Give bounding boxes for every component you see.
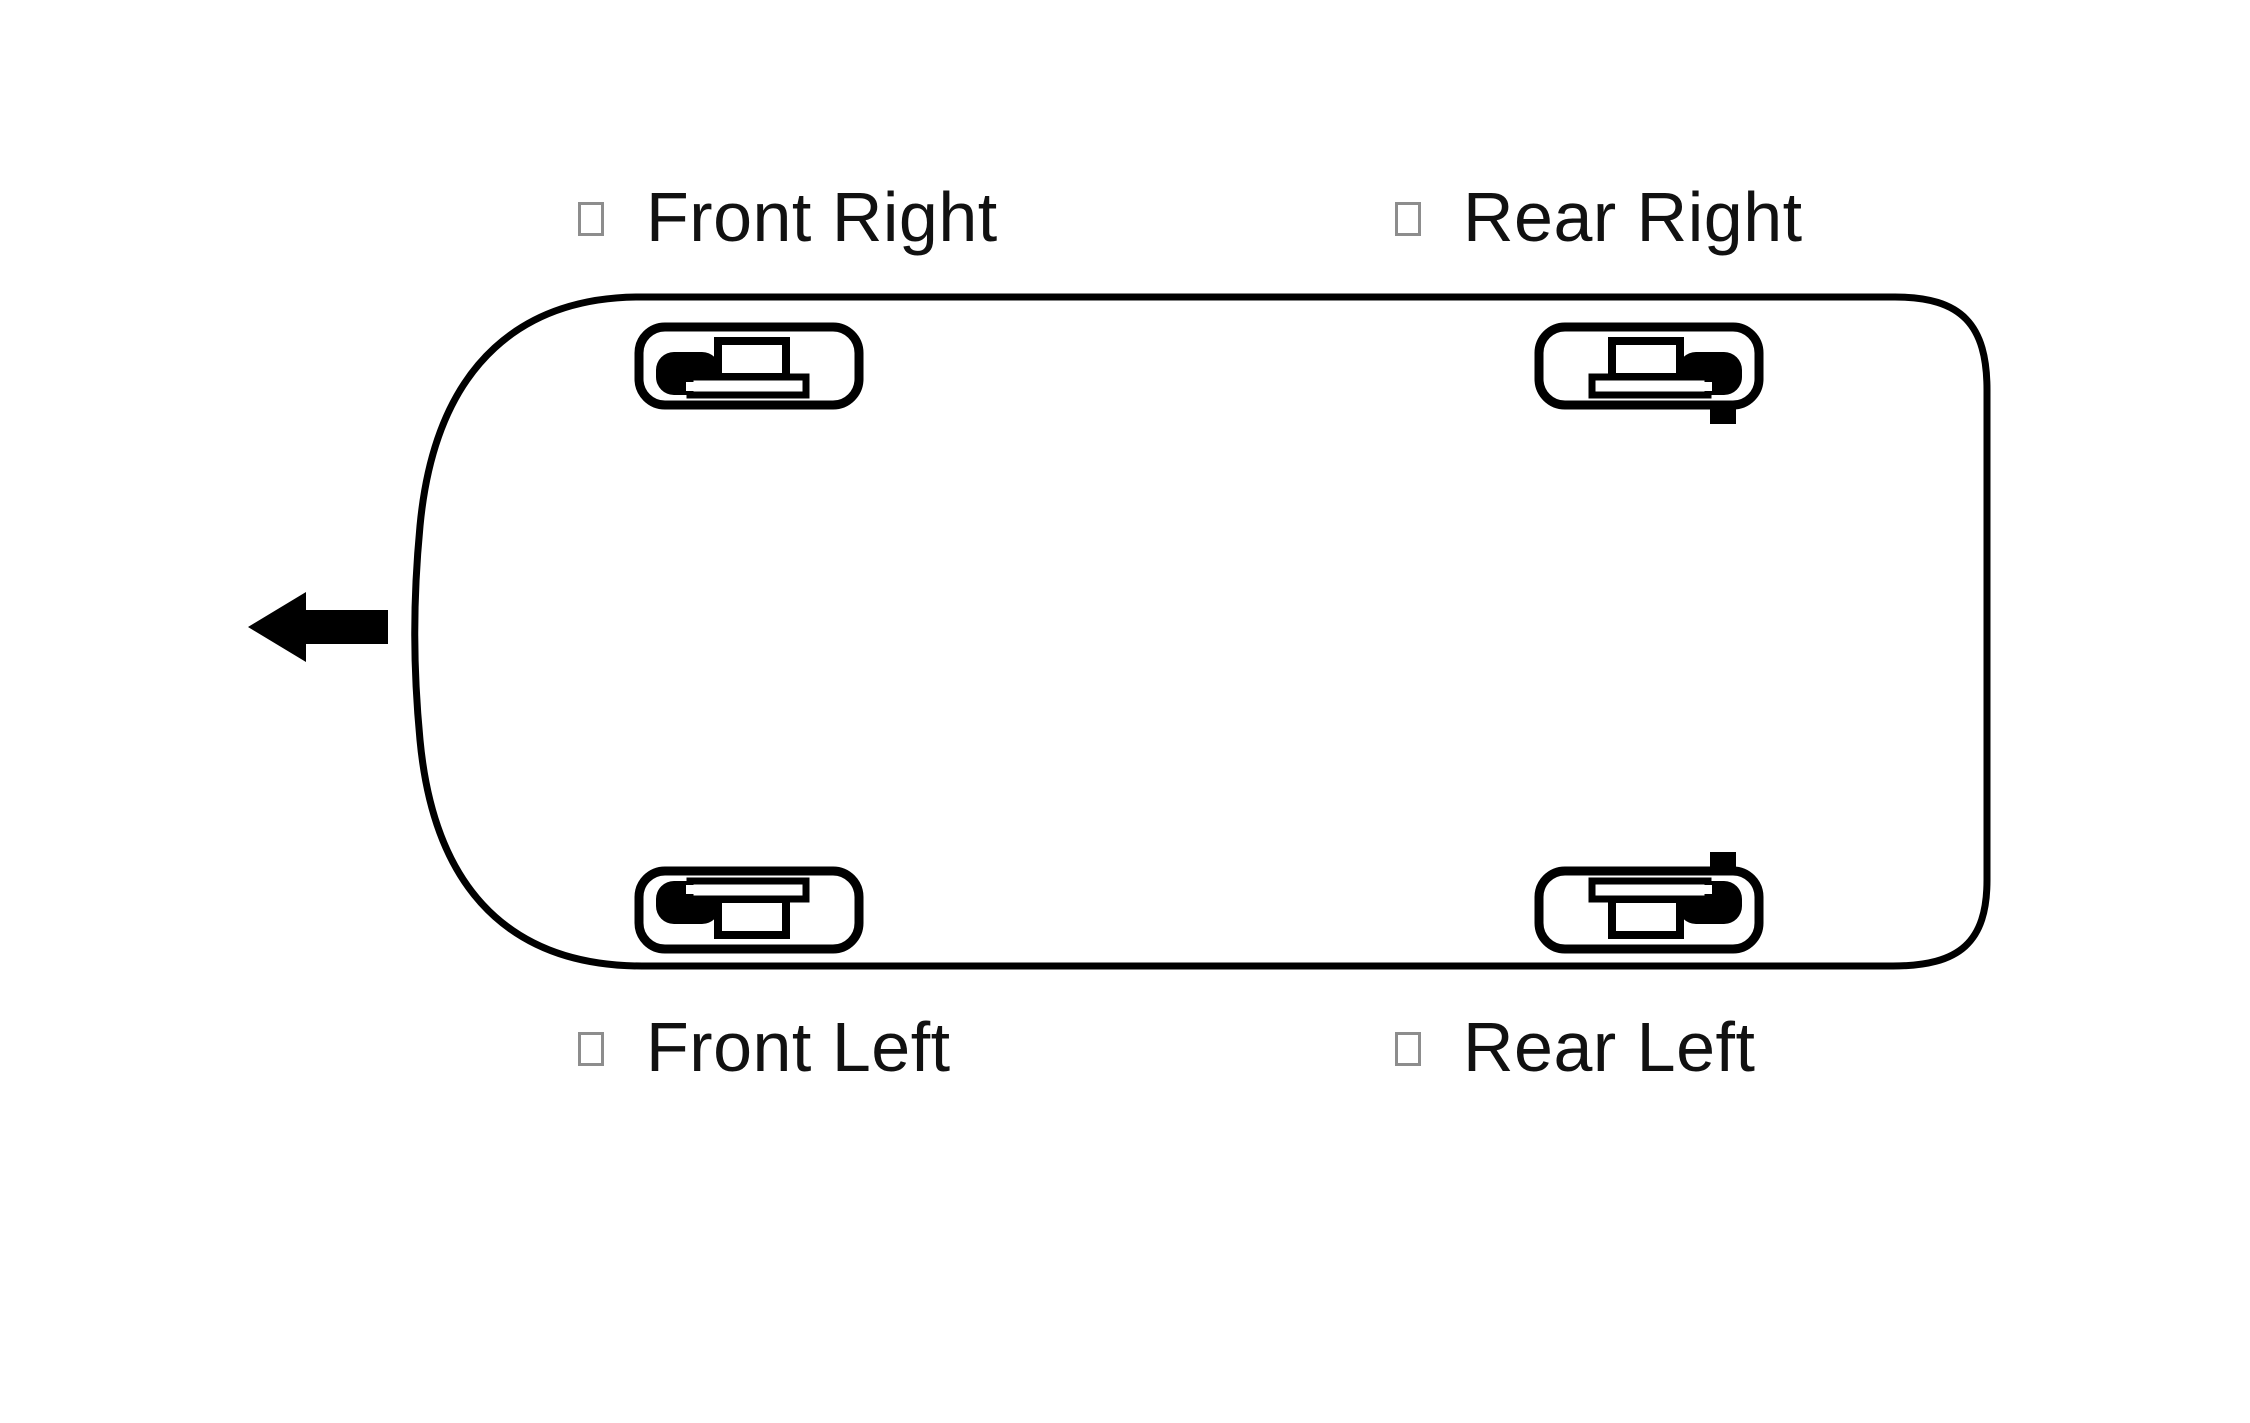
checkbox-glyph-rear-right (1395, 202, 1421, 236)
label-rear-left-text: Rear Left (1463, 1008, 1756, 1086)
checkbox-glyph-front-right (578, 202, 604, 236)
label-rear-right: Rear Right (1395, 182, 1803, 252)
tpms-sensor-rear-right[interactable] (1534, 322, 1764, 424)
left-arrow-icon (248, 592, 388, 662)
tpms-sensor-front-left[interactable] (634, 866, 864, 954)
label-rear-right-text: Rear Right (1463, 178, 1803, 256)
label-front-left-text: Front Left (646, 1008, 951, 1086)
label-front-left: Front Left (578, 1012, 951, 1082)
label-front-right-text: Front Right (646, 178, 998, 256)
tpms-sensor-rear-left[interactable] (1534, 852, 1764, 954)
checkbox-glyph-front-left (578, 1032, 604, 1066)
label-rear-left: Rear Left (1395, 1012, 1755, 1082)
vehicle-body-outline (380, 270, 2000, 990)
tpms-sensor-front-right[interactable] (634, 322, 864, 410)
label-front-right: Front Right (578, 182, 998, 252)
checkbox-glyph-rear-left (1395, 1032, 1421, 1066)
